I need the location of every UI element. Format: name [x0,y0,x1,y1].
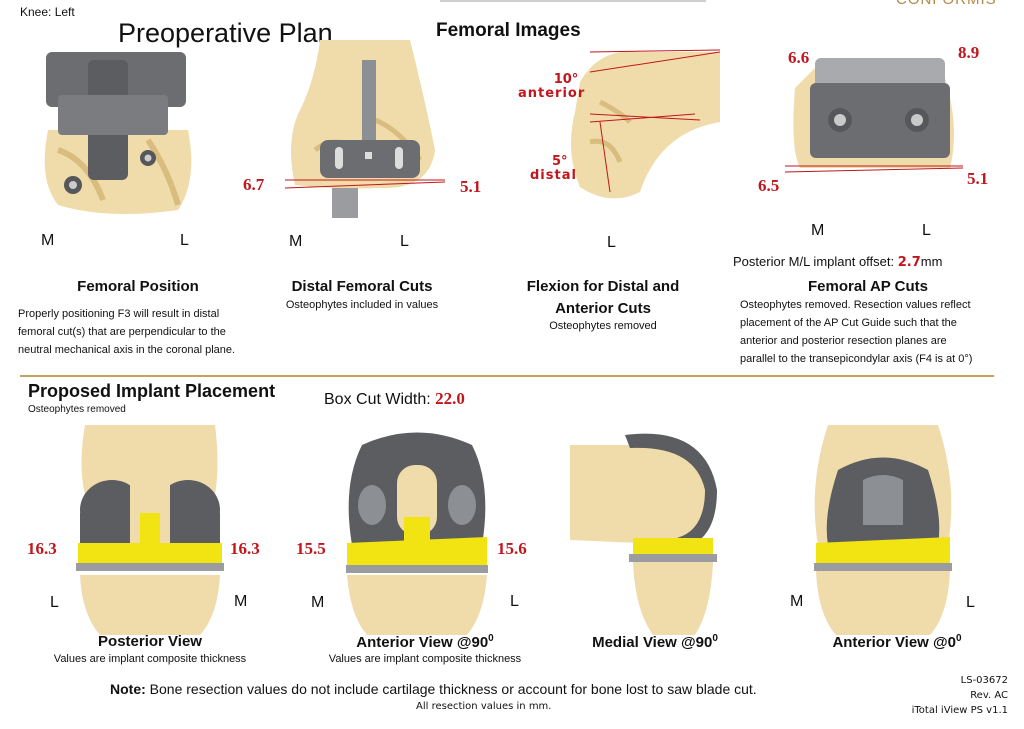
anterior-view-90-caption: Anterior View @900 [325,633,525,651]
dfc-left-value: 6.7 [243,175,265,194]
fp-desc-line: neutral mechanical axis in the coronal p… [18,344,236,356]
anterior-view-0-image [814,425,952,635]
anterior90-right-label: L [510,593,519,610]
femoral-ap-cuts-image [785,58,964,173]
ap-desc-line: Osteophytes removed. Resection values re… [740,299,971,311]
medial-view-90-caption: Medial View @900 [555,633,755,651]
ap-desc-line: placement of the AP Cut Guide such that … [740,317,957,329]
medial90-caption-text: Medial View @90 [592,634,713,651]
fp-l-label: L [180,232,189,249]
anterior90-left-label: M [311,594,325,611]
anterior-view-0-caption: Anterior View @00 [797,633,997,651]
implant-section-title: Proposed Implant Placement [28,381,276,401]
posterior-right-label: M [234,593,248,610]
distal-angle-value: 5° [552,154,568,169]
distal-femoral-cuts-caption: Distal Femoral Cuts [291,278,433,295]
posterior-right-value: 16.3 [230,539,260,558]
anterior90-caption-text: Anterior View @90 [356,634,489,651]
distal-femoral-cuts-subcaption: Osteophytes included in values [285,299,439,311]
degree-superscript: 0 [956,633,962,644]
revision: Rev. AC [970,690,1008,701]
femoral-images-title: Femoral Images [436,20,581,41]
anterior90-left-value: 15.5 [296,539,326,558]
knee-side-label: Knee: Left [20,5,75,19]
fp-desc-line: Properly positioning F3 will result in d… [18,308,220,320]
ap-bottom-left-value: 6.5 [758,176,780,195]
flexion-caption-line2: Anterior Cuts [555,300,651,317]
anterior90-right-value: 15.6 [497,539,527,558]
footer-note: Note: Bone resection values do not inclu… [110,681,757,697]
degree-superscript: 0 [712,633,718,644]
units-note: All resection values in mm. [416,701,552,712]
anterior0-caption-text: Anterior View @0 [832,634,956,651]
posterior-left-value: 16.3 [27,539,57,558]
fp-m-label: M [41,232,55,249]
implant-section-subtitle: Osteophytes removed [28,404,126,415]
distal-word: distal [530,168,577,183]
ap-m-label: M [811,222,825,239]
box-cut-width: Box Cut Width: 22.0 [324,389,465,409]
ap-top-left-value: 6.6 [788,48,810,67]
ap-top-right-value: 8.9 [958,43,980,62]
box-cut-value: 22.0 [435,389,465,408]
offset-value: 2.7 [897,255,921,270]
box-cut-label: Box Cut Width: [324,391,431,408]
femoral-position-caption: Femoral Position [77,278,199,295]
femoral-ap-description: Osteophytes removed. Resection values re… [740,296,1020,368]
flexion-l-label: L [607,234,616,251]
dfc-right-value: 5.1 [460,177,482,196]
anterior-angle-value: 10° [553,72,579,87]
flexion-subcaption: Osteophytes removed [549,320,657,332]
femoral-position-image [44,52,192,214]
anterior0-left-label: M [790,593,804,610]
anterior-view-90-subcaption: Values are implant composite thickness [328,653,522,665]
offset-label: Posterior M/L implant offset: [733,254,895,269]
anterior0-right-label: L [966,594,975,611]
posterior-view-caption: Posterior View [98,633,202,650]
degree-superscript: 0 [488,633,494,644]
dfc-m-label: M [289,233,303,250]
offset-unit: mm [920,254,943,269]
posterior-offset-line: Posterior M/L implant offset: 2.7mm [733,254,942,270]
ap-l-label: L [922,222,931,239]
version: iTotal iView PS v1.1 [911,705,1008,716]
medial-view-90-image [570,433,717,635]
flexion-caption-line1: Flexion for Distal and [526,278,680,295]
posterior-left-label: L [50,594,59,611]
posterior-view-image [76,425,224,635]
page-title: Preoperative Plan [118,18,333,48]
anterior-view-90-image [346,432,488,635]
brand-logo: CONFORMIS [896,0,997,8]
fp-desc-line: femoral cut(s) that are perpendicular to… [18,326,226,338]
femoral-position-description: Properly positioning F3 will result in d… [18,305,258,359]
top-border-line [440,0,706,2]
posterior-view-subcaption: Values are implant composite thickness [53,653,247,665]
document-id-block: LS-03672 Rev. AC iTotal iView PS v1.1 [900,673,1008,718]
distal-femoral-cuts-image [284,40,446,218]
ap-bottom-right-value: 5.1 [967,169,989,188]
ap-desc-line: anterior and posterior resection planes … [740,335,947,347]
doc-number: LS-03672 [960,675,1008,686]
flexion-image [571,49,721,199]
dfc-l-label: L [400,233,409,250]
note-label: Note: [110,681,146,697]
note-text: Bone resection values do not include car… [145,681,757,697]
ap-desc-line: parallel to the transepicondylar axis (F… [740,353,973,365]
femoral-ap-cuts-caption: Femoral AP Cuts [807,278,929,295]
section-divider [20,375,994,377]
anterior-word: anterior [518,86,586,101]
